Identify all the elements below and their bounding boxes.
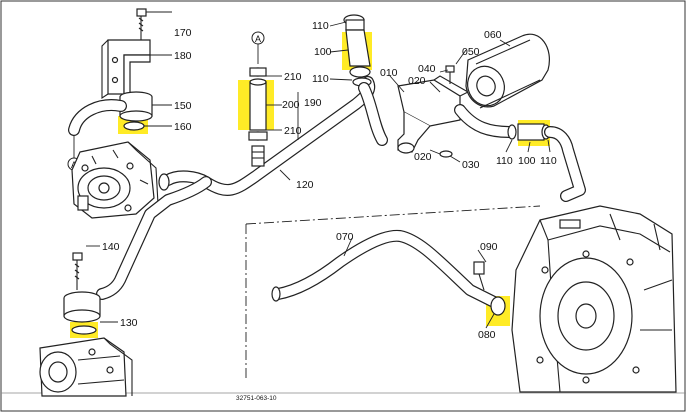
marker-a-top-label: A [255, 34, 261, 44]
label-080: 080 [478, 329, 496, 341]
label-110-right-b: 110 [540, 155, 557, 167]
label-130: 130 [120, 317, 138, 329]
label-060: 060 [484, 29, 502, 41]
pipe-assembly-190: A [248, 31, 268, 167]
filter-assembly [397, 33, 586, 202]
hydraulic-pump-lower [39, 252, 133, 397]
label-110-right-a: 110 [496, 155, 513, 167]
figure-code: 32751-063-10 [236, 395, 277, 402]
label-170: 170 [174, 27, 192, 39]
part-labels: 170 180 150 160 210 200 190 210 110 100 … [102, 20, 557, 402]
label-100-right: 100 [518, 155, 536, 167]
label-020-lower: 020 [414, 151, 432, 163]
label-030: 030 [462, 159, 480, 171]
hose-100-top [343, 14, 388, 146]
label-190: 190 [304, 97, 322, 109]
label-040: 040 [418, 63, 436, 75]
label-100-top: 100 [314, 46, 332, 58]
label-150: 150 [174, 100, 192, 112]
label-180: 180 [174, 50, 192, 62]
label-070: 070 [336, 231, 354, 243]
label-110-top: 110 [312, 20, 329, 32]
label-090: 090 [480, 241, 498, 253]
label-210-upper: 210 [284, 71, 302, 83]
label-010: 010 [380, 67, 398, 79]
hydraulic-pump-upper [71, 141, 159, 219]
leader-lines [86, 11, 551, 329]
label-160: 160 [174, 121, 192, 133]
transmission-case [511, 205, 677, 393]
return-line-section [245, 205, 541, 380]
label-020-upper: 020 [408, 75, 426, 87]
label-050: 050 [462, 46, 480, 58]
bracket-assembly: A [67, 8, 153, 171]
label-210-lower: 210 [284, 125, 302, 137]
label-140: 140 [102, 241, 120, 253]
label-110-mid: 110 [312, 73, 329, 85]
label-120: 120 [296, 179, 314, 191]
label-200: 200 [282, 99, 300, 111]
